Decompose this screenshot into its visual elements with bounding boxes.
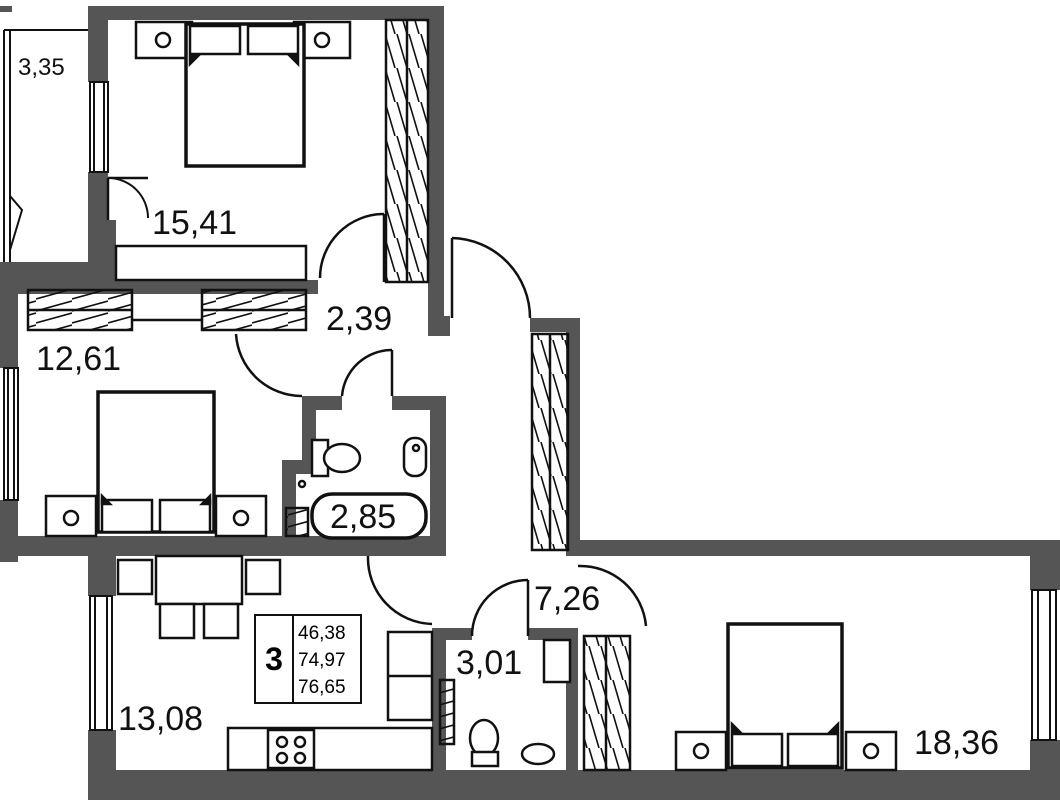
area-label-toilet: 3,01 (456, 644, 523, 682)
balcony (3, 29, 88, 262)
area-label-bedroom-3: 18,36 (914, 724, 1000, 762)
bedroom-2-furniture (26, 288, 308, 538)
area-label-bedroom-2: 12,61 (36, 340, 122, 378)
bedroom-3-furniture (582, 622, 898, 772)
summary-value: 74,97 (298, 650, 346, 671)
window-bedroom-3 (1031, 589, 1057, 741)
area-label-bedroom-1: 15,41 (152, 204, 238, 242)
toilet-fixtures (438, 638, 572, 768)
summary-values: 46,38 74,97 76,65 (298, 620, 346, 701)
window-bedroom-1 (89, 81, 109, 173)
area-label-corridor: 7,26 (534, 580, 601, 618)
kitchen-fixtures (116, 554, 434, 772)
area-label-balcony: 3,35 (18, 54, 65, 81)
area-label-bathroom: 2,85 (330, 498, 397, 536)
bedroom-1-furniture (106, 18, 430, 284)
corridor-wardrobe (366, 332, 648, 637)
windows (3, 81, 1057, 741)
hall-doors (318, 212, 532, 319)
window-kitchen (89, 595, 113, 731)
bathroom-fixtures (284, 348, 428, 540)
area-label-hall: 2,39 (326, 300, 393, 338)
summary-value: 76,65 (298, 677, 346, 698)
area-label-kitchen: 13,08 (118, 700, 204, 738)
apartment-summary: 3 46,38 74,97 76,65 (254, 614, 362, 704)
room-count: 3 (256, 616, 294, 702)
summary-value: 46,38 (298, 623, 346, 644)
window-bedroom-2 (3, 367, 19, 501)
